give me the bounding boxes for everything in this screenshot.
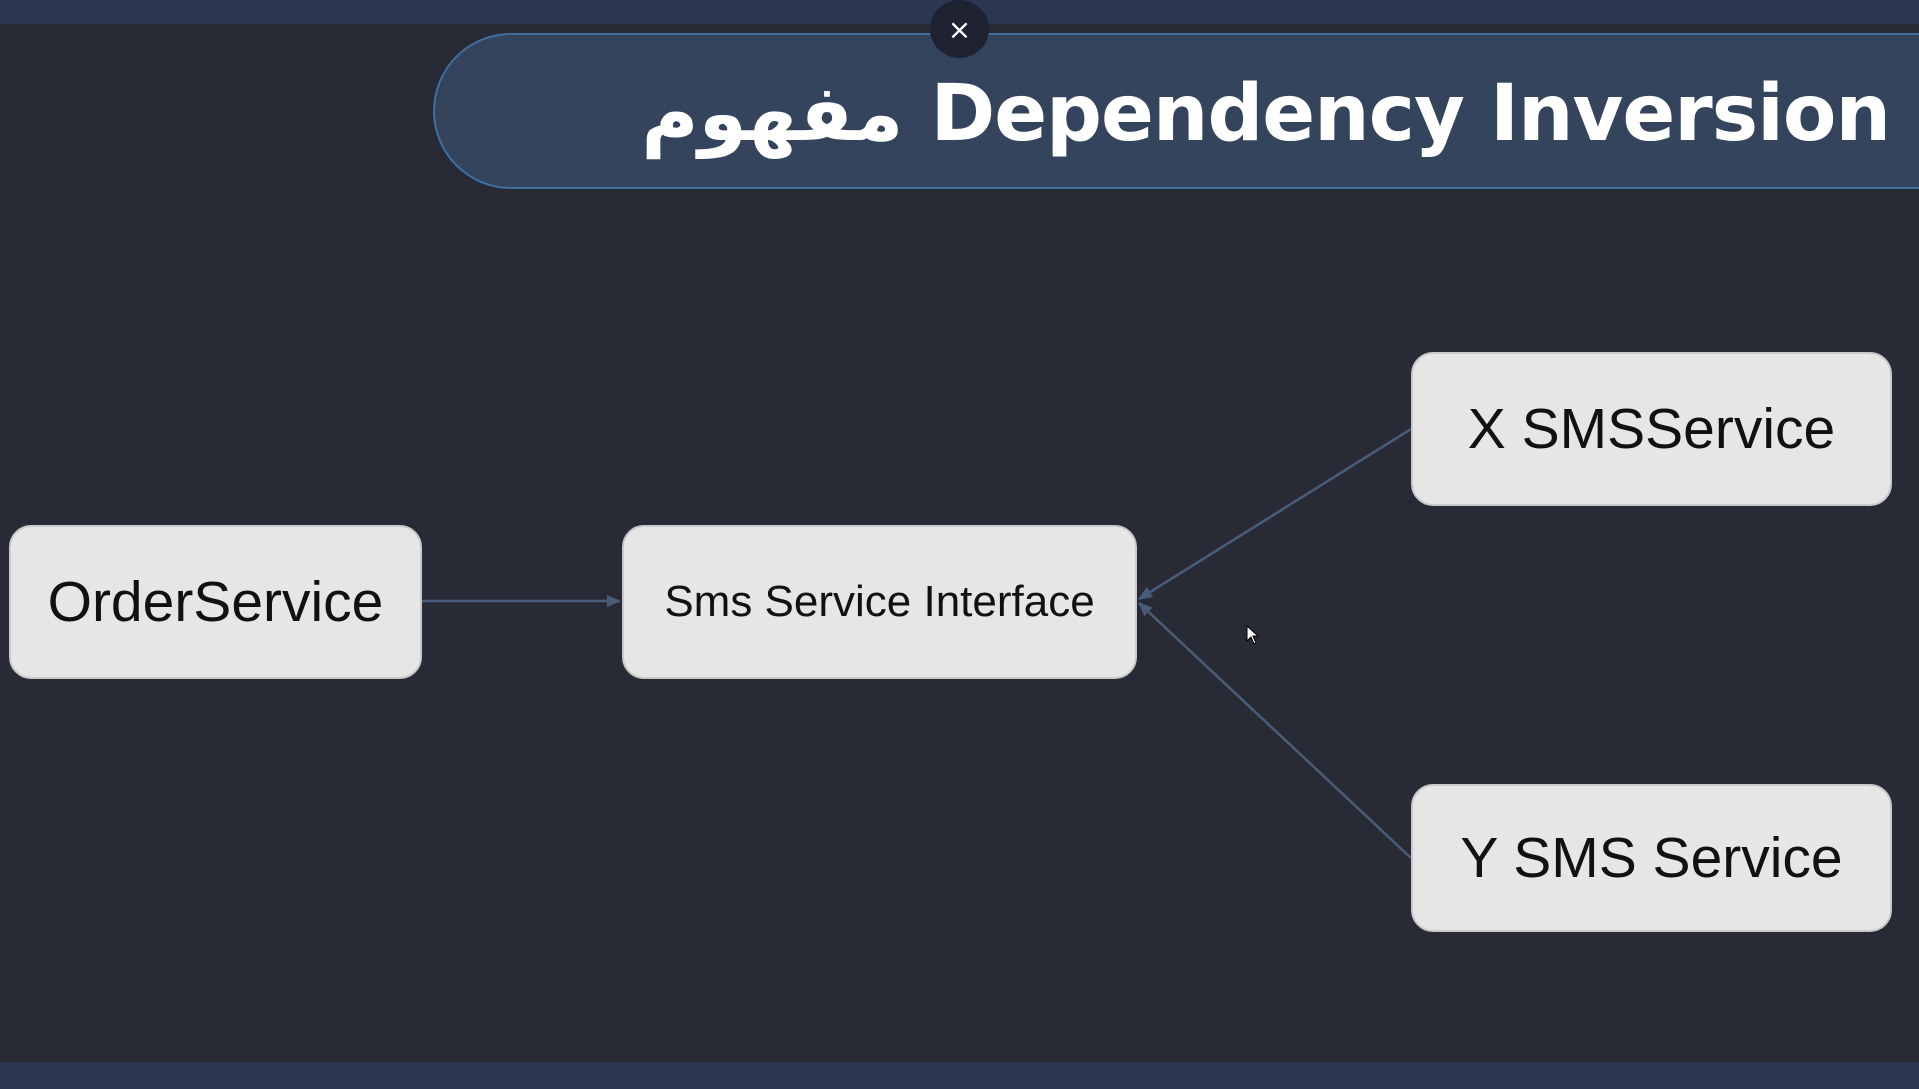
y-sms-service-label: Y SMS Service xyxy=(1460,826,1843,890)
edge-y-to-interface xyxy=(1138,602,1412,859)
y-sms-service-node: Y SMS Service xyxy=(1411,784,1892,932)
slide-title: مفهوم Dependency Inversion xyxy=(641,69,1891,159)
order-service-label: OrderService xyxy=(47,570,384,634)
title-banner: مفهوم Dependency Inversion xyxy=(433,33,1919,189)
bottom-bar xyxy=(0,1062,1919,1089)
mouse-cursor-icon xyxy=(1246,625,1260,645)
close-button[interactable]: × xyxy=(930,0,989,58)
x-sms-service-node: X SMSService xyxy=(1411,352,1892,506)
sms-service-interface-node: Sms Service Interface xyxy=(622,525,1137,679)
order-service-node: OrderService xyxy=(9,525,422,679)
close-icon: × xyxy=(947,12,972,46)
sms-service-interface-label: Sms Service Interface xyxy=(664,577,1095,626)
x-sms-service-label: X SMSService xyxy=(1467,397,1836,461)
edge-x-to-interface xyxy=(1138,427,1412,601)
